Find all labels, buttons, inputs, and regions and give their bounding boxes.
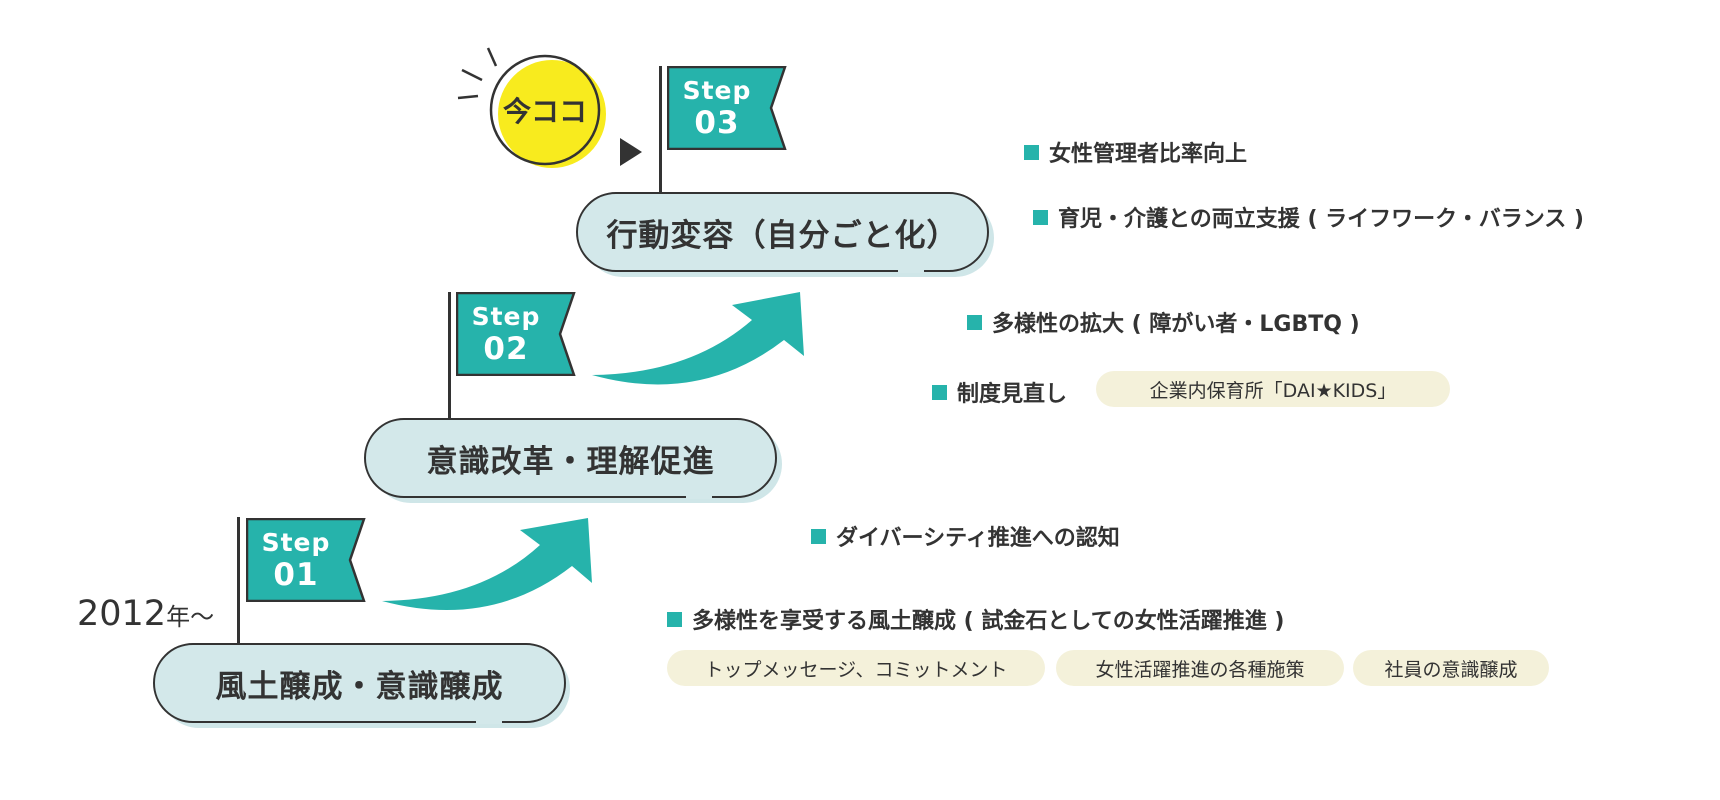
stage-1-text: 風土醸成・意識醸成	[215, 668, 504, 705]
bullet-item: 多様性の拡大 ( 障がい者・LGBTQ )	[967, 306, 1360, 338]
stage-2-label: 意識改革・理解促進	[364, 418, 777, 498]
step-02-flag	[456, 292, 576, 376]
arrow-step1-to-step2	[382, 518, 592, 611]
bullet-square-icon	[1024, 144, 1039, 160]
tag-text: 社員の意識醸成	[1384, 658, 1518, 681]
bullet-square-icon	[1033, 209, 1048, 225]
arrow-step2-to-step3	[592, 292, 804, 385]
tag-chip: トップメッセージ、コミットメント	[667, 650, 1045, 686]
tag-text: 女性活躍推進の各種施策	[1095, 658, 1305, 681]
step-03-flag-text: Step 03	[667, 66, 767, 150]
now-here-badge-graphic	[457, 47, 642, 168]
flag-pole	[237, 517, 240, 645]
now-here-label: 今ココ	[490, 80, 600, 140]
bullet-item: 育児・介護との両立支援 ( ライフワーク・バランス )	[1033, 201, 1584, 233]
stage-1-label: 風土醸成・意識醸成	[153, 643, 566, 723]
step-03-flag	[667, 66, 787, 150]
step-number: 01	[273, 556, 319, 593]
bullet-item: 多様性を享受する風土醸成 ( 試金石としての女性活躍推進 )	[667, 603, 1284, 635]
tag-text: 企業内保育所「DAI★KIDS」	[1149, 379, 1397, 402]
bullet-text: 育児・介護との両立支援 ( ライフワーク・バランス )	[1058, 207, 1584, 232]
pill-gap	[686, 493, 712, 499]
step-01-flag-text: Step 01	[246, 518, 346, 602]
bullet-square-icon	[811, 528, 826, 544]
tag-chip: 企業内保育所「DAI★KIDS」	[1096, 371, 1450, 407]
bullet-text: 制度見直し	[957, 382, 1068, 407]
step-word: Step	[682, 75, 752, 105]
stage-3-label: 行動変容（自分ごと化）	[576, 192, 989, 272]
bullet-square-icon	[667, 611, 682, 627]
pill-gap	[898, 267, 924, 273]
step-word: Step	[261, 527, 331, 557]
bullet-text: 多様性の拡大 ( 障がい者・LGBTQ )	[992, 312, 1360, 337]
tag-chip: 女性活躍推進の各種施策	[1056, 650, 1344, 686]
bullet-text: 女性管理者比率向上	[1049, 142, 1248, 167]
bullet-item: 制度見直し	[932, 376, 1067, 408]
year-number: 2012	[77, 594, 167, 634]
bullet-text: 多様性を享受する風土醸成 ( 試金石としての女性活躍推進 )	[692, 609, 1285, 634]
step-word: Step	[471, 301, 541, 331]
step-02-flag-text: Step 02	[456, 292, 556, 376]
sparkle-line	[461, 68, 483, 82]
tag-text: トップメッセージ、コミットメント	[704, 658, 1008, 681]
pointer-triangle-icon	[620, 138, 642, 166]
step-number: 02	[483, 330, 529, 367]
flag-pole	[659, 66, 662, 194]
tag-chip: 社員の意識醸成	[1353, 650, 1549, 686]
sparkle-line	[457, 94, 479, 100]
start-year: 2012年〜	[77, 594, 214, 634]
bullet-item: 女性管理者比率向上	[1024, 136, 1247, 168]
pill-gap	[476, 718, 502, 724]
bullet-square-icon	[932, 384, 947, 400]
stage-3-text: 行動変容（自分ごと化）	[606, 217, 959, 254]
now-here-text: 今ココ	[502, 95, 587, 128]
stage-2-text: 意識改革・理解促進	[426, 443, 715, 480]
bullet-square-icon	[967, 314, 982, 330]
flag-pole	[448, 292, 451, 420]
step-01-flag	[246, 518, 366, 602]
sparkle-line	[486, 47, 498, 67]
bullet-text: ダイバーシティ推進への認知	[836, 526, 1120, 551]
bullet-item: ダイバーシティ推進への認知	[811, 520, 1120, 552]
year-suffix: 年〜	[166, 603, 215, 631]
step-number: 03	[694, 104, 740, 141]
